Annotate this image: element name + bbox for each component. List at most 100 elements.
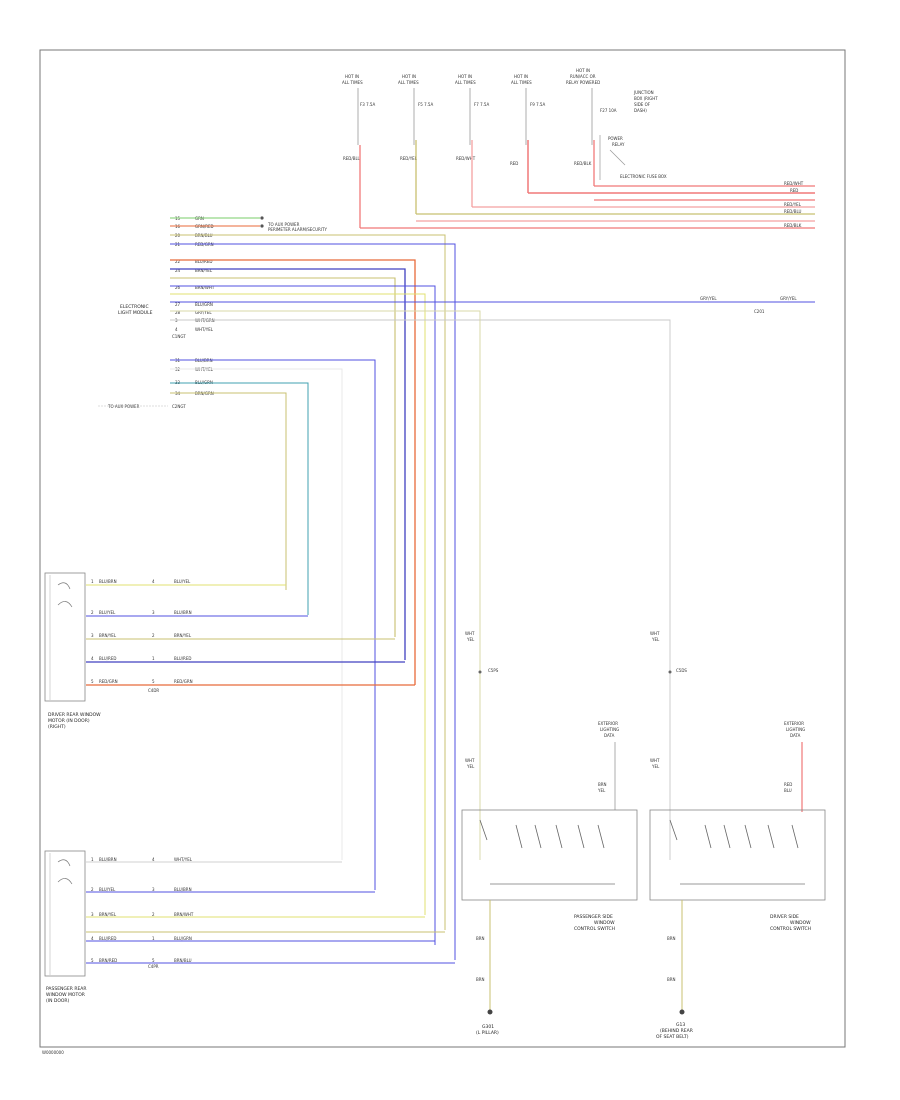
svg-text:WHT: WHT (650, 758, 660, 763)
svg-text:BLU/GRN: BLU/GRN (195, 302, 213, 307)
svg-text:BRN/YEL: BRN/YEL (99, 912, 117, 917)
svg-text:BRN: BRN (476, 977, 485, 982)
svg-text:C4PR: C4PR (148, 964, 159, 969)
passenger-motor-pins: 1 BLU/BRN 4 WHT/YEL 2 BLU/YEL 3 BLU/BRN … (91, 857, 194, 963)
svg-text:RED/YEL: RED/YEL (784, 202, 802, 207)
svg-text:RED/GRN: RED/GRN (174, 679, 193, 684)
svg-text:BRN/WHT: BRN/WHT (195, 285, 215, 290)
svg-text:C1NGT: C1NGT (172, 334, 186, 339)
fuse-f27: HOT IN RUN/ACC OR RELAY POWERED F27 10A … (566, 68, 617, 186)
passenger-rear-motor: PASSENGER REAR WINDOW MOTOR (IN DOOR) C4… (44, 850, 455, 1004)
ground-g301: G301 (L PILLAR) (476, 1009, 499, 1036)
fuse-f7: HOT IN ALL TIMES F7 7.5A RED/WHT (455, 74, 489, 207)
svg-text:F9 7.5A: F9 7.5A (530, 102, 545, 107)
svg-text:PERIMETER ALARM/SECURITY: PERIMETER ALARM/SECURITY (268, 227, 327, 232)
svg-text:BLU/BRN: BLU/BRN (99, 579, 117, 584)
svg-text:(IN DOOR): (IN DOOR) (46, 998, 70, 1004)
svg-text:4: 4 (152, 857, 155, 862)
svg-text:ALL TIMES: ALL TIMES (511, 80, 532, 85)
svg-text:HOT IN: HOT IN (576, 68, 590, 73)
svg-text:RED: RED (784, 782, 792, 787)
svg-text:(RIGHT): (RIGHT) (48, 724, 66, 730)
power-relay: POWER RELAY ELECTRONIC FUSE BOX (599, 135, 667, 180)
svg-text:RED/BLK: RED/BLK (784, 223, 802, 228)
svg-text:5: 5 (91, 958, 94, 963)
svg-text:5: 5 (152, 958, 155, 963)
svg-text:WINDOW MOTOR: WINDOW MOTOR (46, 992, 85, 998)
svg-text:BLU/RED: BLU/RED (174, 656, 191, 661)
fuse-group: HOT IN ALL TIMES F3 7.5A RED/BLU HOT IN … (342, 68, 667, 228)
svg-text:C201: C201 (754, 309, 765, 314)
svg-text:BLU/GRN: BLU/GRN (174, 936, 192, 941)
svg-text:GRY/YEL: GRY/YEL (700, 296, 717, 301)
svg-text:WHT: WHT (465, 758, 475, 763)
svg-text:G13: G13 (676, 1022, 685, 1028)
svg-text:WHT: WHT (465, 631, 475, 636)
svg-text:24: 24 (175, 268, 181, 273)
svg-text:WHT/YEL: WHT/YEL (195, 327, 214, 332)
svg-text:4: 4 (91, 936, 94, 941)
svg-text:YEL: YEL (466, 764, 475, 769)
svg-text:4: 4 (152, 579, 155, 584)
svg-text:BRN: BRN (667, 936, 676, 941)
svg-text:WHT/GRN: WHT/GRN (195, 318, 215, 323)
svg-text:3: 3 (91, 912, 94, 917)
svg-text:YEL: YEL (651, 637, 660, 642)
svg-text:LIGHT MODULE: LIGHT MODULE (118, 310, 153, 316)
svg-text:BLU/YEL: BLU/YEL (99, 887, 116, 892)
svg-text:ALL TIMES: ALL TIMES (342, 80, 363, 85)
footer-code: W0000000 (42, 1050, 64, 1055)
svg-text:BLU/BRN: BLU/BRN (99, 857, 117, 862)
svg-text:YEL: YEL (466, 637, 475, 642)
svg-text:1: 1 (152, 936, 155, 941)
passenger-window-switch: WHT YEL C5PS WHT YEL EXTERIOR LIGHTING D… (461, 311, 638, 1010)
electronic-light-module: ELECTRONIC LIGHT MODULE C1NGT C2NGT TO A… (98, 216, 327, 409)
svg-text:WHT/YEL: WHT/YEL (174, 857, 193, 862)
svg-text:BLU/BRN: BLU/BRN (174, 887, 192, 892)
svg-text:BRN/YEL: BRN/YEL (174, 633, 192, 638)
svg-text:BLU/BRN: BLU/BRN (174, 610, 192, 615)
junction-box-label: JUNCTION BOX (RIGHT SIDE OF DASH) (633, 90, 658, 113)
svg-text:C5PS: C5PS (488, 668, 499, 673)
svg-text:1: 1 (91, 579, 94, 584)
svg-text:RED/BLU: RED/BLU (343, 156, 361, 161)
svg-text:BLU/RED: BLU/RED (99, 656, 116, 661)
svg-text:3: 3 (152, 610, 155, 615)
svg-text:SIDE OF: SIDE OF (634, 102, 651, 107)
svg-text:3: 3 (152, 887, 155, 892)
svg-text:BRN/WHT: BRN/WHT (174, 912, 194, 917)
svg-text:TO AUX POWER: TO AUX POWER (267, 222, 300, 227)
module-pins-top: 15 GRN 16 GRN/RED 20 BRN/BLU 21 RED/GRN … (175, 216, 215, 332)
svg-text:BRN: BRN (667, 977, 676, 982)
svg-text:JUNCTION: JUNCTION (633, 90, 654, 95)
svg-text:RED/GRN: RED/GRN (99, 679, 118, 684)
svg-text:DATA: DATA (604, 733, 615, 738)
driver-rear-motor: DRIVER REAR WINDOW MOTOR (IN DOOR) (RIGH… (44, 572, 415, 730)
svg-text:28: 28 (175, 310, 181, 315)
svg-text:22: 22 (175, 259, 181, 264)
module-pins-bottom: 31 BLU/BRN 32 WHT/YEL 33 BLU/GRN 34 BRN/… (175, 358, 214, 396)
svg-text:HOT IN: HOT IN (402, 74, 416, 79)
svg-text:HOT IN: HOT IN (345, 74, 359, 79)
svg-text:BLU: BLU (784, 788, 792, 793)
svg-text:WINDOW: WINDOW (790, 920, 811, 926)
svg-text:BRN/YEL: BRN/YEL (195, 268, 213, 273)
svg-text:LIGHTING: LIGHTING (600, 727, 619, 732)
svg-text:BLU/YEL: BLU/YEL (99, 610, 116, 615)
svg-text:1: 1 (91, 857, 94, 862)
svg-text:2: 2 (152, 633, 155, 638)
svg-text:WINDOW: WINDOW (594, 920, 615, 926)
svg-text:F7 7.5A: F7 7.5A (474, 102, 489, 107)
svg-text:GRY/YEL: GRY/YEL (780, 296, 797, 301)
svg-text:(BEHIND REAR: (BEHIND REAR (660, 1028, 693, 1034)
svg-text:GRY/YEL: GRY/YEL (195, 310, 212, 315)
svg-text:1: 1 (152, 656, 155, 661)
driver-window-switch: WHT YEL C5DS WHT YEL EXTERIOR LIGHTING D… (649, 631, 826, 1010)
svg-text:RED: RED (510, 161, 518, 166)
svg-text:DASH): DASH) (634, 108, 647, 113)
svg-text:HOT IN: HOT IN (458, 74, 472, 79)
svg-text:PASSENGER REAR: PASSENGER REAR (46, 986, 87, 992)
svg-text:RUN/ACC OR: RUN/ACC OR (570, 74, 596, 79)
svg-text:BRN/BLU: BRN/BLU (174, 958, 192, 963)
